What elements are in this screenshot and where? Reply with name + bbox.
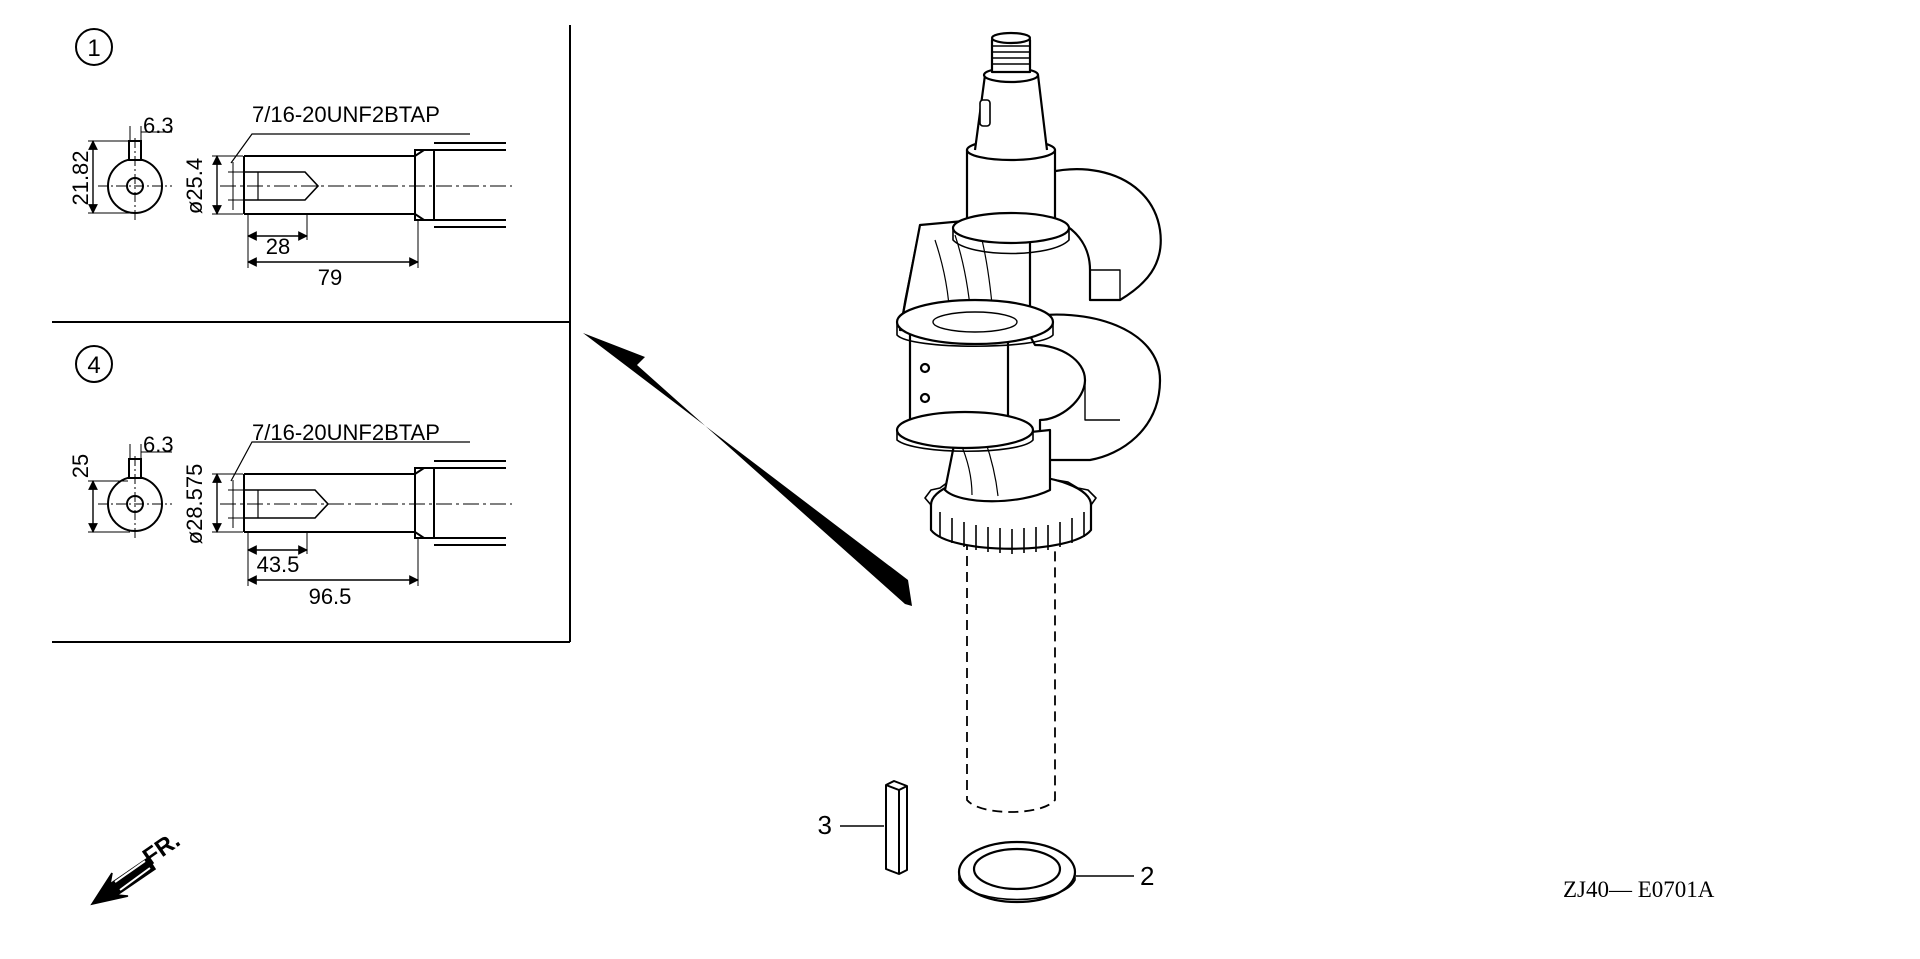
detail-1-shaft-diameter: ø25.4 [182, 158, 207, 214]
detail-1-key-width: 6.3 [143, 113, 174, 138]
crankshaft-lower-counterweight [1018, 313, 1162, 462]
crankshaft-main-journal-hidden [966, 540, 1056, 813]
detail-4-thread-spec: 7/16-20UNF2BTAP [252, 420, 440, 445]
detail-4-shaft-diameter: ø28.575 [182, 464, 207, 545]
crankshaft-lower-flange [895, 410, 1035, 450]
diagram-code: ZJ40— E0701A [1563, 877, 1715, 902]
detail-1-shaft-length: 79 [318, 265, 342, 290]
detail-4-key-height: 25 [68, 454, 93, 478]
inset-frame [52, 25, 571, 643]
detail-4-key-width: 6.3 [143, 432, 174, 457]
detail-1-end-view [88, 126, 172, 222]
detail-4-side-view [212, 441, 512, 586]
key-part [885, 780, 908, 875]
inset-pointer-arrow [583, 333, 912, 606]
detail-4-marker-circle [75, 345, 113, 383]
detail-1-label: 1 [87, 35, 100, 62]
crankshaft-upper-flange [895, 298, 1055, 346]
detail-1-marker-circle [75, 28, 113, 66]
detail-1-side-view [212, 133, 512, 268]
detail-4-tap-depth: 43.5 [257, 552, 300, 577]
crankshaft-thread [990, 38, 1032, 74]
detail-4-label: 4 [87, 352, 100, 379]
detail-1-key-height: 21.82 [68, 150, 93, 205]
washer-callout-number: 2 [1140, 861, 1154, 891]
front-direction-arrow [90, 856, 157, 906]
detail-4: 4 25 6.3 [68, 345, 512, 609]
detail-1-tap-depth: 28 [266, 234, 290, 259]
detail-4-end-view [88, 444, 172, 540]
detail-4-shaft-length: 96.5 [309, 584, 352, 609]
crankshaft-top-flange [951, 211, 1071, 245]
key-callout-number: 3 [818, 810, 832, 840]
crankshaft [895, 31, 1162, 813]
washer-part [957, 840, 1077, 904]
detail-1: 1 21.82 6.3 [68, 28, 512, 290]
detail-1-thread-spec: 7/16-20UNF2BTAP [252, 102, 440, 127]
